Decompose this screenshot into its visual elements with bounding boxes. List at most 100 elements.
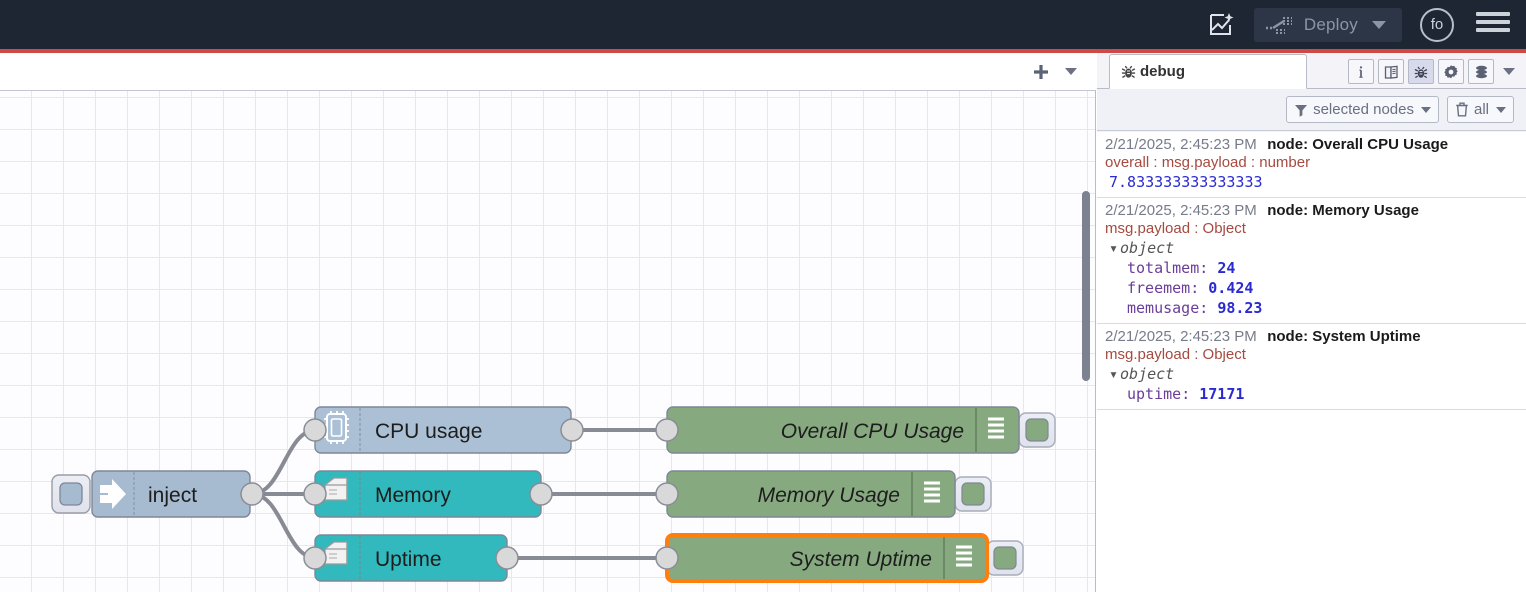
deploy-label: Deploy: [1303, 14, 1358, 34]
ai-flow-icon[interactable]: [1202, 5, 1242, 45]
info-icon[interactable]: [1348, 59, 1374, 84]
object-entry: memusage: 98.23: [1127, 299, 1263, 317]
debug-message-list[interactable]: 2/21/2025, 2:45:23 PM node: Overall CPU …: [1097, 132, 1526, 592]
debug-message-time: 2/21/2025, 2:45:23 PM: [1105, 202, 1257, 219]
node-label: Memory Usage: [758, 484, 900, 507]
object-entry: uptime: 17171: [1127, 385, 1245, 403]
funnel-icon: [1295, 104, 1308, 117]
plus-icon[interactable]: [1026, 57, 1056, 87]
chevron-down-icon[interactable]: [1056, 57, 1086, 87]
object-entry: totalmem: 24: [1127, 259, 1236, 277]
object-value: 98.23: [1217, 299, 1263, 317]
inject-trigger-button-inner[interactable]: [59, 482, 83, 506]
uptime-input-port[interactable]: [303, 546, 327, 570]
node-system-uptime[interactable]: System Uptime: [655, 533, 1024, 583]
caret: [1496, 106, 1506, 113]
inject-output-port[interactable]: [240, 482, 264, 506]
node-memory[interactable]: Memory: [303, 470, 553, 518]
object-value: 0.424: [1208, 279, 1254, 297]
debug-message-header: 2/21/2025, 2:45:23 PM node: System Uptim…: [1097, 328, 1526, 346]
object-value: 24: [1217, 259, 1236, 277]
debug-message-topic: msg.payload : Object: [1105, 346, 1246, 363]
sidebar-tool-buttons: [1344, 59, 1520, 84]
node-label: System Uptime: [790, 548, 932, 571]
debug-enable-indicator[interactable]: [1025, 418, 1049, 442]
header-accent-line: [0, 49, 1526, 53]
sidebar-tabbar: debug: [1097, 53, 1526, 89]
debug-message-node: node: Overall CPU Usage: [1267, 136, 1449, 153]
debug-lines-icon: [924, 481, 940, 503]
menu-bar: [1476, 11, 1510, 16]
menu-bar: [1476, 27, 1510, 32]
tab-debug-label: debug: [1140, 63, 1185, 80]
hamburger-menu-icon[interactable]: [1476, 8, 1510, 42]
flow-grid[interactable]: inject CPU usage: [0, 91, 1095, 592]
deploy-button[interactable]: Deploy: [1253, 7, 1402, 42]
debug-message-time: 2/21/2025, 2:45:23 PM: [1105, 328, 1257, 345]
config-gear-icon[interactable]: [1438, 59, 1464, 84]
chevron-down-icon[interactable]: [1503, 68, 1515, 75]
node-overall-cpu-usage[interactable]: Overall CPU Usage: [655, 406, 1056, 454]
wire-inject-cpu: [251, 428, 317, 496]
debug-bug-icon[interactable]: [1408, 59, 1434, 84]
debug-message-node: node: Memory Usage: [1267, 202, 1419, 219]
node-uptime[interactable]: Uptime: [303, 534, 519, 582]
caret: [1065, 68, 1077, 75]
cpu-input-port[interactable]: [303, 418, 327, 442]
debug-input-port[interactable]: [655, 546, 679, 570]
node-label: inject: [148, 484, 197, 507]
help-book-icon[interactable]: [1378, 59, 1404, 84]
object-expander[interactable]: ▾object: [1097, 237, 1526, 257]
debug-sidebar: debug: [1097, 53, 1526, 592]
object-label: object: [1120, 239, 1175, 257]
debug-message-time: 2/21/2025, 2:45:23 PM: [1105, 136, 1257, 153]
trash-icon: [1456, 102, 1468, 117]
debug-message-header: 2/21/2025, 2:45:23 PM node: Memory Usage: [1097, 202, 1526, 220]
debug-input-port[interactable]: [655, 418, 679, 442]
context-data-icon[interactable]: [1468, 59, 1494, 84]
debug-message[interactable]: 2/21/2025, 2:45:23 PM node: Memory Usage…: [1097, 198, 1526, 324]
debug-filter-bar: selected nodes all: [1097, 89, 1526, 131]
object-entry: freemem: 0.424: [1127, 279, 1254, 297]
debug-input-port[interactable]: [655, 482, 679, 506]
triangle-down-icon: ▾: [1109, 239, 1119, 257]
debug-message-node: node: System Uptime: [1267, 328, 1421, 345]
cpu-output-port[interactable]: [560, 418, 584, 442]
menu-bar: [1476, 19, 1510, 24]
node-filter-dropdown[interactable]: selected nodes: [1286, 96, 1439, 123]
memory-input-port[interactable]: [303, 482, 327, 506]
node-filter-label: selected nodes: [1313, 101, 1414, 118]
wire-inject-uptime: [251, 492, 317, 560]
node-inject[interactable]: inject: [51, 470, 264, 518]
app-header: Deploy fo: [0, 0, 1526, 49]
caret: [1420, 106, 1431, 113]
debug-message-value: 7.833333333333333: [1109, 173, 1263, 191]
tab-debug[interactable]: debug: [1109, 54, 1307, 89]
uptime-output-port[interactable]: [495, 546, 519, 570]
debug-enable-indicator[interactable]: [961, 482, 985, 506]
object-key: memusage: [1127, 299, 1200, 317]
node-memory-usage[interactable]: Memory Usage: [655, 470, 992, 518]
avatar[interactable]: fo: [1420, 7, 1454, 42]
flow-canvas-pane: inject CPU usage: [0, 53, 1096, 592]
chevron-down-icon[interactable]: [1372, 20, 1386, 29]
node-label: Overall CPU Usage: [781, 420, 964, 443]
triangle-down-icon: ▾: [1109, 365, 1119, 383]
canvas-vertical-scrollbar[interactable]: [1082, 191, 1090, 381]
deploy-icon: [1265, 16, 1292, 34]
node-label: Memory: [375, 484, 451, 507]
debug-enable-indicator[interactable]: [993, 546, 1017, 570]
debug-message[interactable]: 2/21/2025, 2:45:23 PM node: System Uptim…: [1097, 324, 1526, 410]
arrow-right-icon: [100, 479, 126, 509]
flow-diagram: inject CPU usage: [51, 406, 1056, 583]
debug-message[interactable]: 2/21/2025, 2:45:23 PM node: Overall CPU …: [1097, 132, 1526, 198]
node-cpu-usage[interactable]: CPU usage: [303, 406, 584, 454]
object-expander[interactable]: ▾object: [1097, 363, 1526, 383]
clear-messages-dropdown[interactable]: all: [1446, 96, 1514, 123]
memory-output-port[interactable]: [529, 482, 553, 506]
node-label: Uptime: [375, 548, 442, 571]
debug-message-topic: overall : msg.payload : number: [1105, 154, 1311, 171]
bug-icon: [1121, 65, 1136, 79]
object-key: totalmem: [1127, 259, 1200, 277]
